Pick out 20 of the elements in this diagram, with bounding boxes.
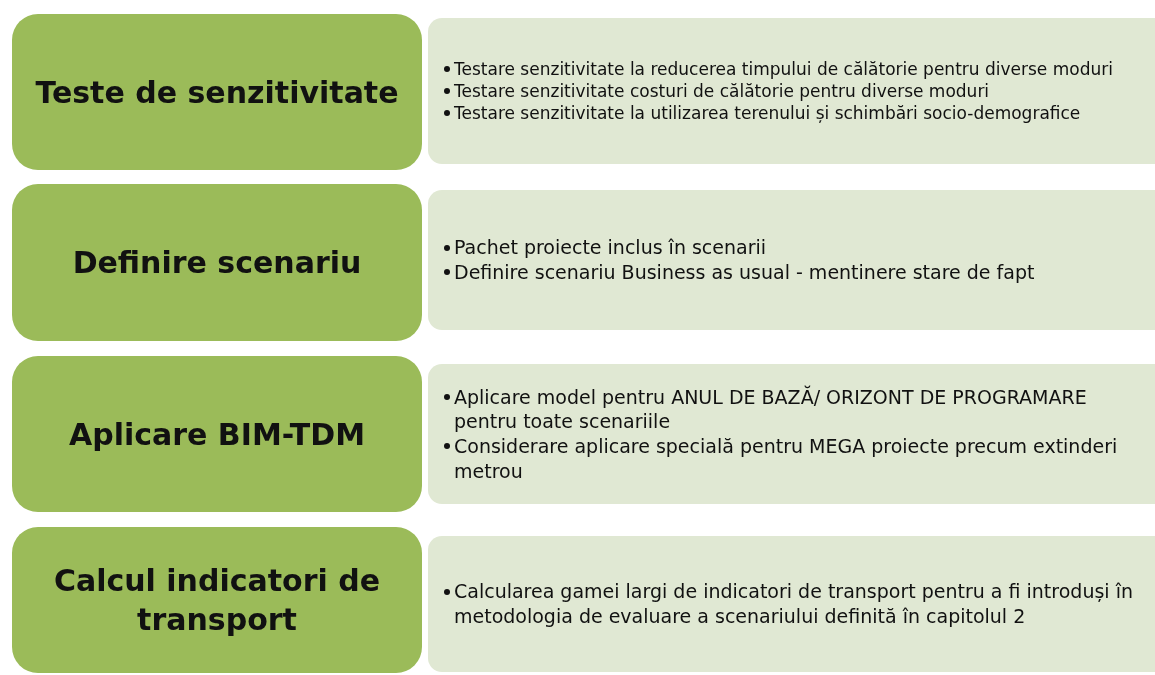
- step-title: Calcul indicatori de transport: [52, 562, 382, 639]
- bullet-text: Definire scenariu Business as usual - mentinere stare de fapt: [454, 260, 1035, 285]
- step-box: [12, 356, 422, 512]
- description-panel: [428, 18, 1155, 164]
- bullet-text: Considerare aplicare specială pentru MEGA proiecte precum extinderi metrou: [454, 434, 1119, 484]
- bullet-text: Calcularea gamei largi de indicatori de transport pentru a fi introduși în metodologia de evaluare a scenariului definită în capitolul 2: [454, 579, 1134, 629]
- description-panel: [428, 536, 1155, 672]
- step-box: [12, 184, 422, 341]
- bullet-text: Pachet proiecte inclus în scenarii: [454, 235, 767, 260]
- bullet-text: Testare senzitivitate la utilizarea terenului și schimbări socio-demografice: [454, 102, 1081, 125]
- step-title: Aplicare BIM-TDM: [68, 415, 366, 454]
- bullet-text: Aplicare model pentru ANUL DE BAZĂ/ ORIZONT DE PROGRAMARE pentru toate scenariile: [454, 384, 1088, 434]
- step-box: [12, 14, 422, 170]
- bullet-text: Testare senzitivitate costuri de călătorie pentru diverse moduri: [454, 79, 990, 103]
- description-panel: [428, 364, 1155, 504]
- step-box: [12, 527, 422, 673]
- step-title: Definire scenariu: [71, 244, 363, 282]
- bullet-text: Testare senzitivitate la reducerea timpului de călătorie pentru diverse moduri: [454, 57, 1113, 80]
- step-title: Teste de senzitivitate: [34, 73, 400, 112]
- description-panel: [428, 190, 1155, 330]
